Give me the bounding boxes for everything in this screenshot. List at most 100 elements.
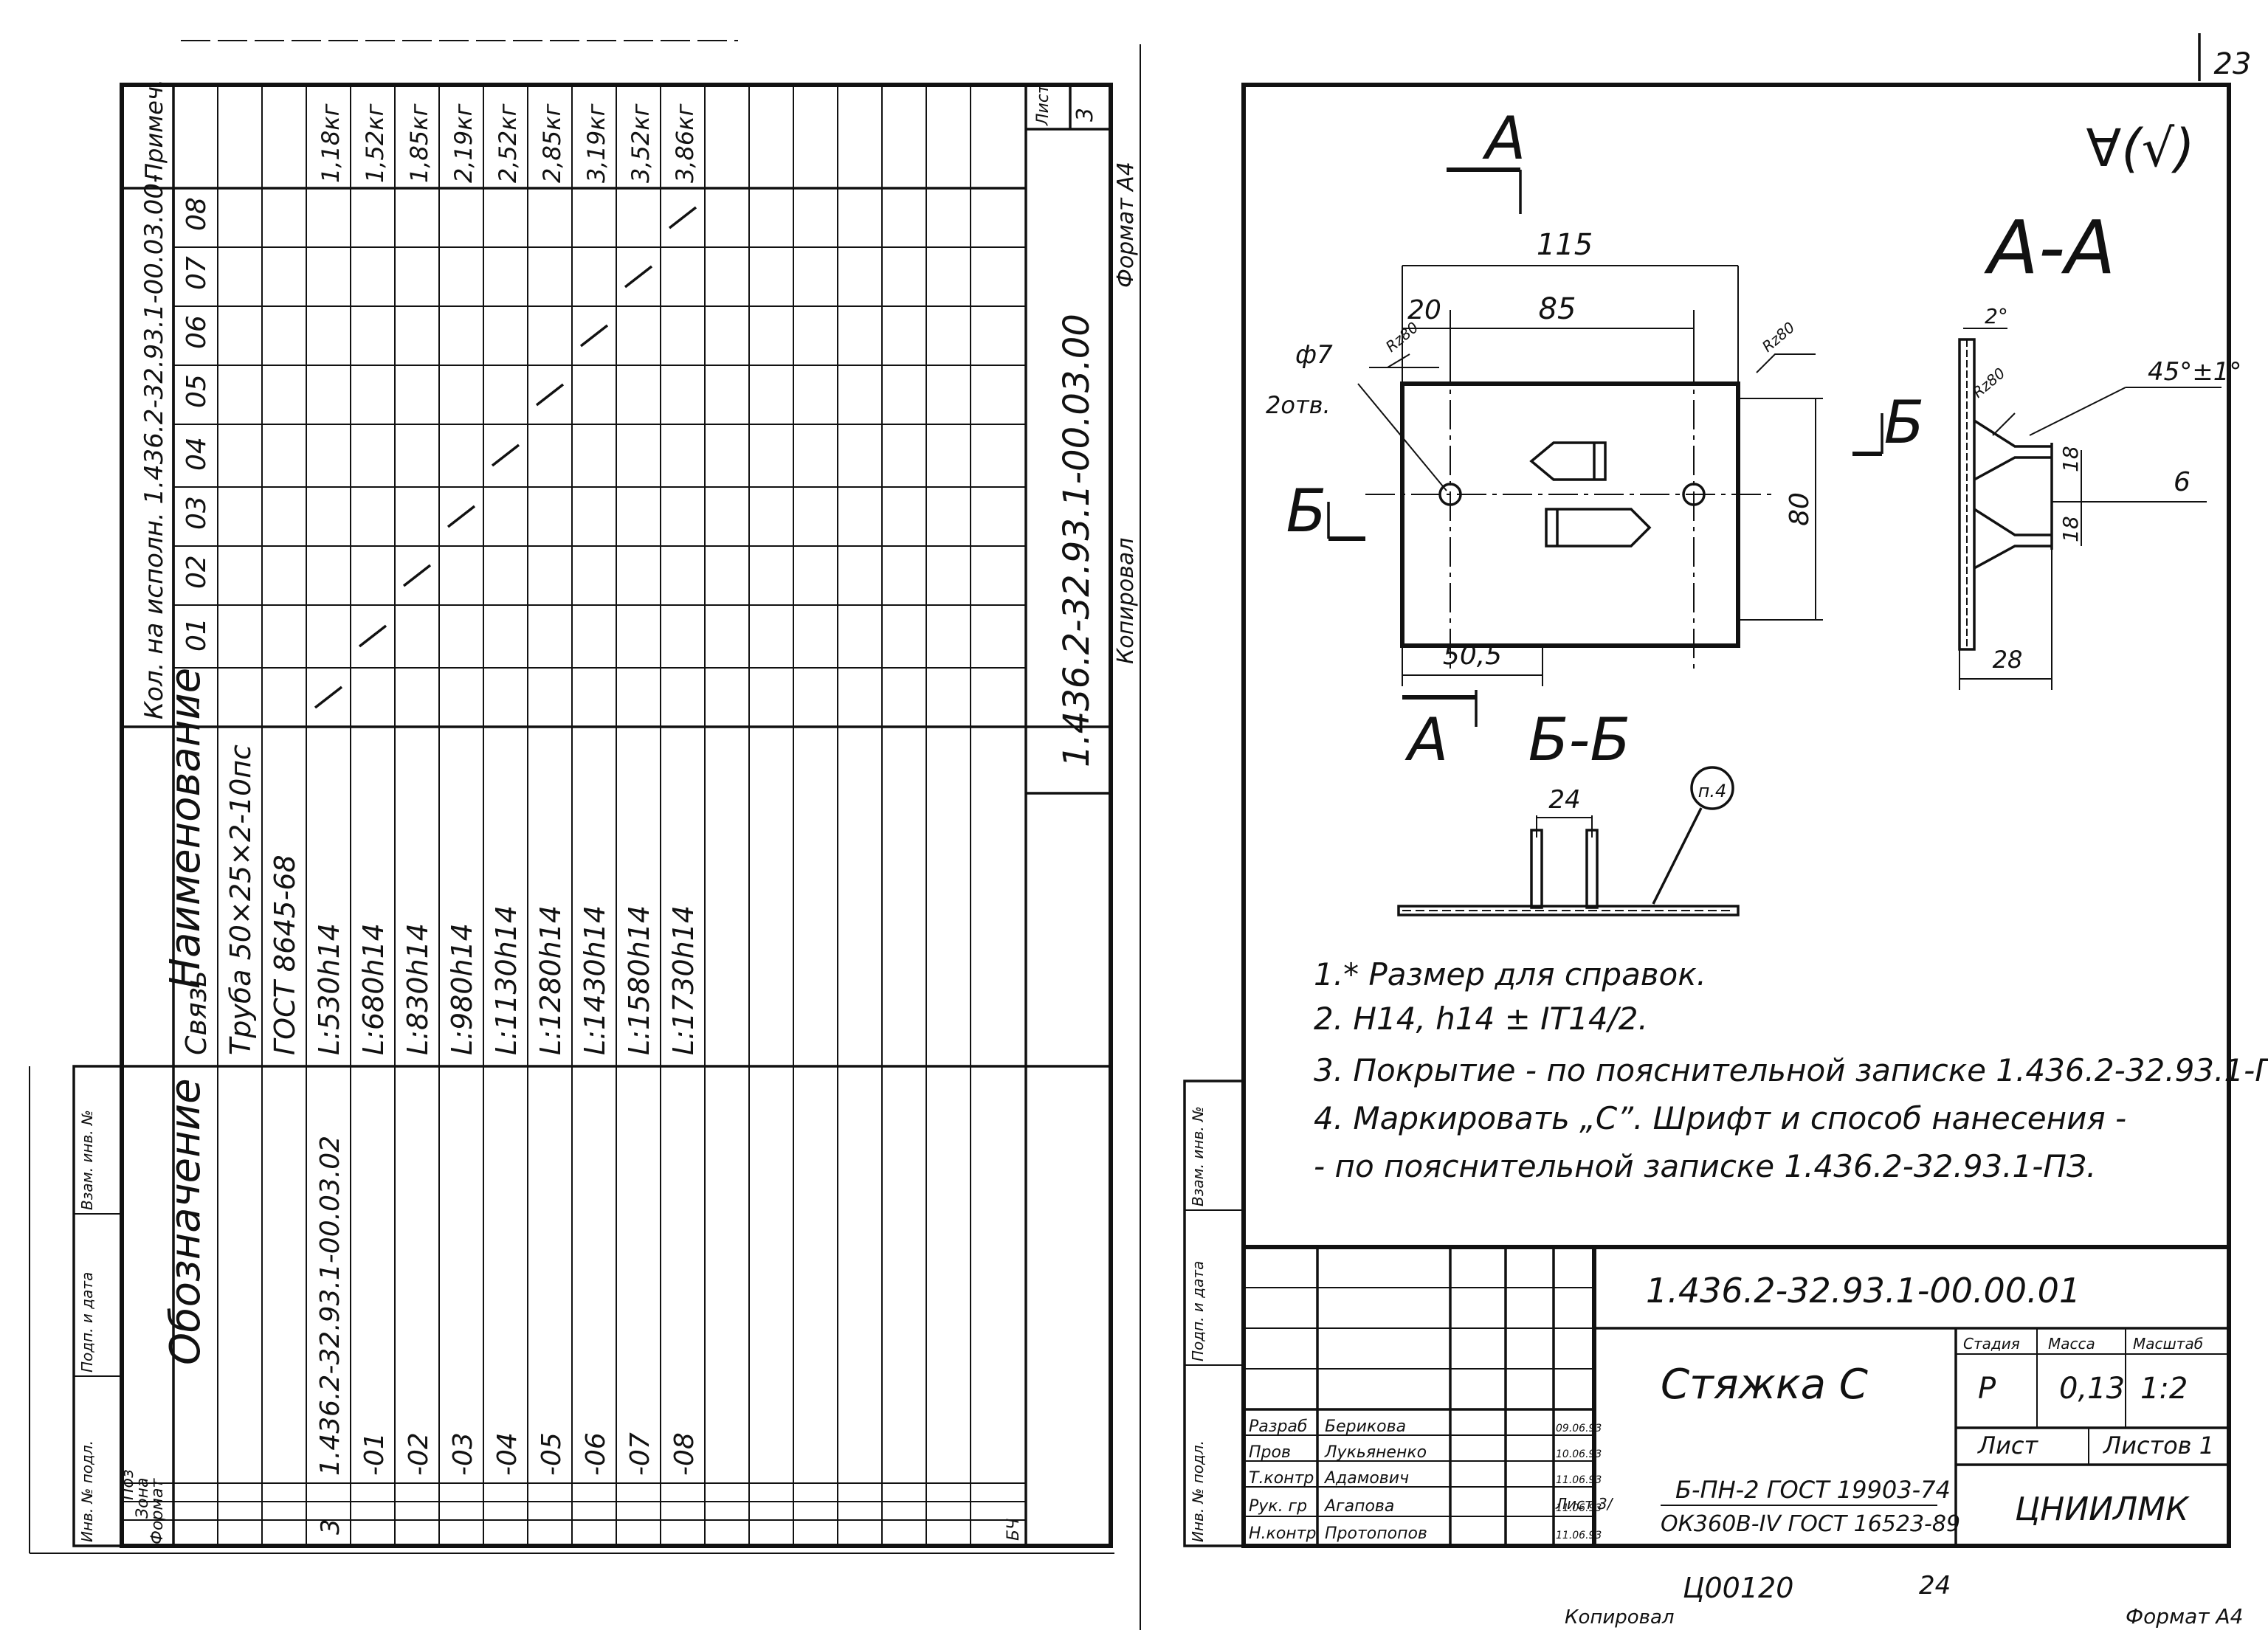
header-designation: Обозначение bbox=[162, 1078, 210, 1365]
qty-mark-1 bbox=[624, 265, 653, 289]
dim-overall: 115 bbox=[1537, 228, 1593, 262]
spec-row-note: 1,52кг bbox=[361, 103, 389, 183]
spec-row-designation: -02 bbox=[404, 1432, 434, 1476]
side-stamp-label: Инв. № подл. bbox=[1189, 1440, 1207, 1542]
footer-page: 24 bbox=[1919, 1571, 1951, 1600]
section-b-b-view bbox=[1397, 766, 1740, 916]
dim-width: 28 bbox=[1993, 646, 2023, 674]
side-stamp-label: Подп. и дата bbox=[1189, 1261, 1207, 1361]
footer-format: Формат А4 bbox=[2126, 1604, 2243, 1629]
header-pos: Поз bbox=[119, 1469, 137, 1500]
spec-row-note: 1,18кг bbox=[317, 103, 345, 183]
spec-row-name: Труба 50×25×2-10пс bbox=[224, 745, 257, 1055]
qty-mark-1 bbox=[358, 624, 387, 648]
dim-chamfer: 45°±1° bbox=[2148, 357, 2241, 387]
spec-row-name: ГОСТ 8645-68 bbox=[269, 854, 301, 1055]
spec-row-name: L:830h14 bbox=[401, 923, 434, 1055]
tb-date: 11.06.93 bbox=[1556, 1530, 1602, 1541]
spec-row-note: 1,85кг bbox=[405, 103, 433, 183]
material-prefix: Лист 3/ bbox=[1555, 1495, 1614, 1513]
spec-row-note: 3,52кг bbox=[627, 103, 655, 183]
roughness-symbol: ∀(√) bbox=[2086, 118, 2194, 179]
tb-role: Н.контр bbox=[1249, 1524, 1316, 1543]
spec-row-name: L:1730h14 bbox=[667, 905, 700, 1055]
header-note: Примеч. bbox=[140, 79, 168, 181]
variant-label: 07 bbox=[182, 256, 212, 290]
spec-row-name: L:1580h14 bbox=[623, 905, 655, 1055]
spec-format: Формат А4 bbox=[1113, 162, 1139, 288]
dim-rough-2: Rz80 bbox=[1759, 318, 1799, 355]
tb-name: Протопопов bbox=[1325, 1524, 1427, 1543]
material-1: Б-ПН-2 ГОСТ 19903-74 bbox=[1675, 1476, 1951, 1504]
label-mass: Масса bbox=[2048, 1335, 2095, 1353]
value-stage: Р bbox=[1978, 1372, 1996, 1406]
qty-mark-1 bbox=[535, 383, 565, 407]
qty-mark-1 bbox=[668, 206, 697, 229]
drawing-note: - по пояснительной записке 1.436.2-32.93… bbox=[1314, 1148, 2096, 1184]
spec-row-designation: -06 bbox=[581, 1432, 611, 1476]
drawing-note: 2. H14, h14 ± IT14/2. bbox=[1314, 1001, 1648, 1037]
spec-row-designation: -08 bbox=[669, 1432, 700, 1476]
spec-row-name: L:680h14 bbox=[357, 923, 390, 1055]
qty-mark-1 bbox=[447, 505, 476, 528]
qty-mark-1 bbox=[402, 564, 432, 587]
dim-left: 20 bbox=[1407, 295, 1441, 325]
variant-label: 01 bbox=[182, 618, 212, 652]
label-sheet: Лист bbox=[1977, 1432, 2038, 1460]
header-format: Формат bbox=[148, 1478, 167, 1544]
dim-h1: 18 bbox=[2058, 446, 2083, 472]
drawing-note: 3. Покрытие - по пояснительной записке 1… bbox=[1314, 1052, 2268, 1088]
variant-label: - bbox=[182, 701, 212, 711]
tb-name: Берикова bbox=[1325, 1417, 1406, 1436]
variant-label: 04 bbox=[182, 437, 212, 471]
material-2: ОК360В-IV ГОСТ 16523-89 bbox=[1661, 1511, 1960, 1537]
spec-row-designation: -07 bbox=[625, 1432, 655, 1476]
spec-row-name: Связь bbox=[180, 971, 213, 1055]
spec-row-designation: 1.436.2-32.93.1-00.03.02 bbox=[315, 1136, 345, 1476]
header-name: Наименование bbox=[162, 668, 210, 989]
label-stage: Стадия bbox=[1963, 1335, 2020, 1353]
tb-date: 09.06.93 bbox=[1556, 1423, 1602, 1434]
dim-h2: 18 bbox=[2058, 516, 2083, 542]
dim-hole: ф7 bbox=[1295, 340, 1333, 370]
cut-label-b-right: Б bbox=[1884, 388, 1925, 457]
value-scale: 1:2 bbox=[2140, 1372, 2188, 1406]
tb-role: Рук. гр bbox=[1249, 1497, 1307, 1516]
cut-label-b-left: Б bbox=[1286, 477, 1327, 545]
spec-row-note: 3,19кг bbox=[582, 103, 610, 183]
dim-thickness: 6 bbox=[2174, 467, 2191, 497]
title-code: 1.436.2-32.93.1-00.00.01 bbox=[1646, 1271, 2081, 1310]
spec-row-name: L:980h14 bbox=[446, 923, 478, 1055]
spec-row-designation: -04 bbox=[492, 1432, 523, 1476]
spec-row-note: 2,52кг bbox=[494, 103, 522, 183]
spec-copied: Копировал bbox=[1113, 538, 1139, 664]
side-stamp-label: Подп. и дата bbox=[78, 1272, 96, 1372]
label-sheets: Листов 1 bbox=[2103, 1432, 2214, 1460]
variant-label: 08 bbox=[182, 197, 212, 231]
spec-sheet-label: Лист bbox=[1034, 83, 1052, 126]
drawing-note: 1.* Размер для справок. bbox=[1314, 956, 1706, 992]
spec-title-code: 1.436.2-32.93.1-00.03.00 bbox=[1056, 314, 1097, 767]
cut-label-a-bottom: А bbox=[1404, 705, 1449, 774]
leader-note: п.4 bbox=[1698, 781, 1727, 801]
header-qty: Кол. на исполн. 1.436.2-32.93.1-00.03.00… bbox=[139, 174, 169, 719]
dim-holes: 2отв. bbox=[1266, 391, 1331, 419]
label-scale: Масштаб bbox=[2133, 1335, 2203, 1353]
spec-row-note: 2,19кг bbox=[449, 103, 478, 183]
dim-slot: 24 bbox=[1548, 785, 1580, 815]
variant-label: 05 bbox=[182, 374, 212, 408]
title-block bbox=[1244, 1245, 2229, 1546]
tb-name: Агапова bbox=[1323, 1497, 1394, 1516]
row-lines bbox=[172, 85, 1027, 1546]
section-a-a-view bbox=[1958, 328, 2222, 690]
side-stamp-label: Инв. № подл. bbox=[78, 1440, 96, 1542]
spec-row-designation: -05 bbox=[537, 1432, 567, 1476]
dim-angle: 2° bbox=[1985, 304, 2008, 328]
spec-sheet-no: 3 bbox=[1072, 108, 1098, 122]
tb-name: Лукьяненко bbox=[1324, 1443, 1427, 1462]
side-stamp-label: Взам. инв. № bbox=[1189, 1106, 1207, 1206]
variant-label: 06 bbox=[182, 315, 212, 349]
spec-row-note: 2,85кг bbox=[538, 103, 566, 183]
